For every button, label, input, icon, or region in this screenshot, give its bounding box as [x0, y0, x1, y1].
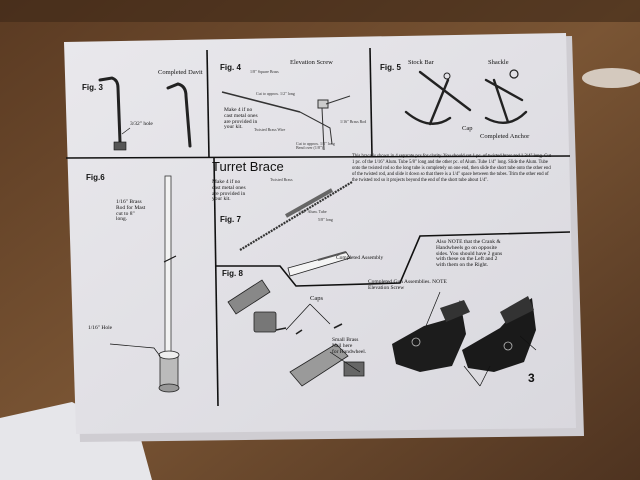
fig7-note: Make 4 if no cast metal ones are provide…	[212, 179, 246, 203]
page-number: 3	[528, 371, 535, 385]
fig4-part-label-2: Twisted Brass Wire	[254, 127, 286, 132]
fig5-completed-anchor: Completed Anchor	[480, 133, 530, 140]
fig8-caps: Caps	[310, 295, 323, 302]
mast-drawing	[109, 175, 180, 393]
fig4-label: Fig. 4	[220, 63, 241, 72]
fig3-label: Fig. 3	[82, 83, 103, 92]
fig7-description: This brace is shown in 4 separate pcs fo…	[352, 154, 551, 183]
fig4-part-label-1: Cut to approx. 1/2" long	[256, 91, 295, 96]
elevation-screw-drawing	[221, 91, 351, 151]
fig6-hole: 1/16" Hole	[88, 325, 113, 331]
fig6-label: Fig.6	[86, 173, 105, 182]
leader-lines	[285, 291, 537, 387]
fig5-label: Fig. 5	[380, 63, 401, 72]
davit-drawing	[98, 76, 192, 148]
fig4-note: Make 4 if no cast metal ones are provide…	[224, 107, 258, 131]
fig5-shackle: Shackle	[488, 59, 509, 66]
turret-brace-drawing	[239, 181, 353, 277]
completed-gun-assemblies	[392, 296, 536, 372]
fig4-part-label-4: 1/16" Brass Rod	[340, 119, 367, 124]
second-sheet-corner	[0, 402, 152, 480]
fig4-part-label-0: 1/8" Square Brass	[250, 69, 279, 74]
fig7-part-label-1: 1/16" Alum. Tube	[298, 209, 327, 214]
fig7-part-label-2: 5/8" long	[318, 217, 333, 222]
fig4-title: Elevation Screw	[290, 59, 333, 66]
fig4-part-label-3: Cut to approx. 1/2" long Bend over (1/8"…	[296, 141, 335, 151]
fig7-part-label-0: Twisted Brass	[270, 177, 293, 182]
fig5-stock-bar: Stock Bar	[408, 59, 434, 66]
fig8-nail: Small Brass Nail here for Handwheel.	[332, 337, 367, 355]
fig7-label: Fig. 7	[220, 215, 241, 224]
turret-brace-heading: Turret Brace	[212, 159, 284, 174]
fig6-rod: 1/16" Brass Rod for Mast cut to 8" long.	[116, 199, 146, 223]
fig8-completed-guns: Completed Gun Assemblies. NOTE Elevation…	[368, 279, 447, 291]
panel-dividers	[65, 47, 571, 407]
fig5-cap: Cap	[462, 125, 473, 132]
light-glare	[582, 68, 640, 88]
fig8-also-note: Also NOTE that the Crank & Handwheels go…	[436, 239, 503, 269]
fig8-label: Fig. 8	[222, 269, 243, 278]
anchor-drawing	[404, 70, 528, 126]
fig7-completed-assembly: Completed Assembly	[336, 255, 384, 261]
fig3-completed-davit: Completed Davit	[158, 69, 203, 76]
fig3-hole: 3/32" hole	[130, 121, 153, 127]
